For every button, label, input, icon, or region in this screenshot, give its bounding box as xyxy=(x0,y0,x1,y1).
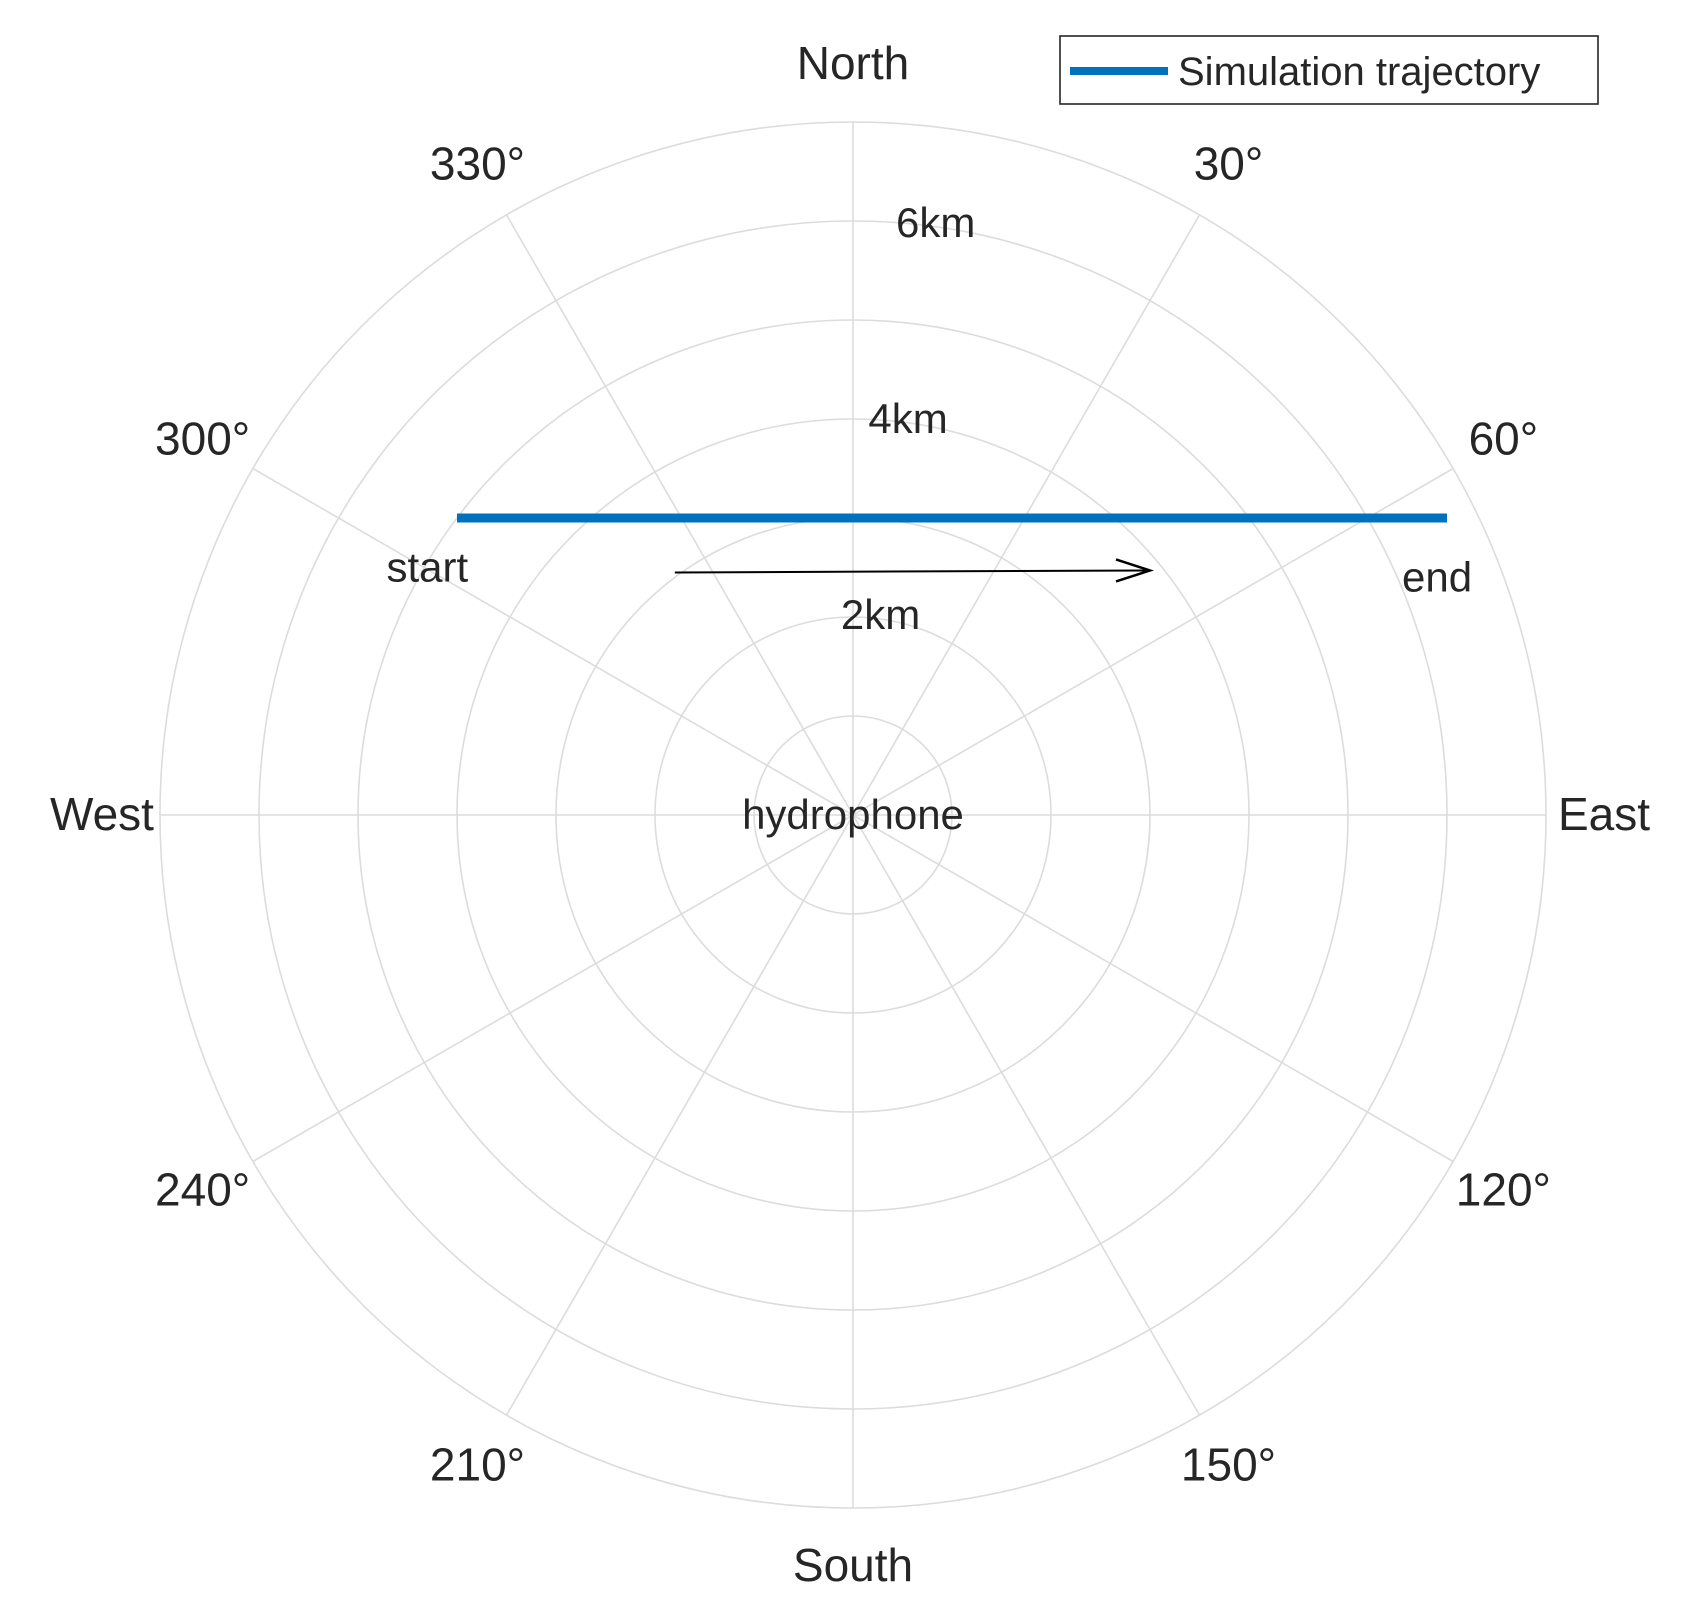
grid-spoke xyxy=(852,814,1454,1163)
theta-tick-label: South xyxy=(793,1539,913,1591)
polar-grid xyxy=(159,121,1547,1509)
r-tick-label: 6km xyxy=(896,199,975,246)
annotation-start: start xyxy=(386,544,468,591)
grid-spoke xyxy=(505,814,854,1416)
theta-tick-label: 240° xyxy=(155,1164,250,1216)
theta-tick-label: 30° xyxy=(1194,138,1264,190)
theta-tick-label: 120° xyxy=(1456,1164,1551,1216)
r-tick-label: 4km xyxy=(868,395,947,442)
theta-tick-label: 60° xyxy=(1469,413,1539,465)
direction-arrow xyxy=(674,569,1147,574)
polar-tick-labels: North 30° 60° East 120° 150° South 210° 240° West… xyxy=(50,37,1650,1591)
annotation-layer: hydrophone start end xyxy=(386,544,1472,839)
theta-tick-label: 150° xyxy=(1181,1438,1276,1490)
theta-tick-label: West xyxy=(50,788,154,840)
legend-label: Simulation trajectory xyxy=(1178,50,1540,94)
annotation-end: end xyxy=(1402,553,1472,600)
grid-spoke xyxy=(252,814,854,1163)
r-tick-label: 2km xyxy=(841,591,920,638)
legend: Simulation trajectory xyxy=(1059,35,1599,105)
theta-tick-label: 210° xyxy=(430,1438,525,1490)
grid-spoke xyxy=(252,467,854,816)
arrow-head xyxy=(1115,558,1155,583)
theta-tick-label: 300° xyxy=(155,413,250,465)
theta-tick-label: East xyxy=(1558,788,1650,840)
grid-spoke xyxy=(852,467,1454,816)
grid-spoke xyxy=(852,814,1201,1416)
theta-tick-label: 330° xyxy=(430,138,525,190)
theta-tick-label: North xyxy=(797,37,909,89)
annotation-hydrophone: hydrophone xyxy=(742,791,964,838)
